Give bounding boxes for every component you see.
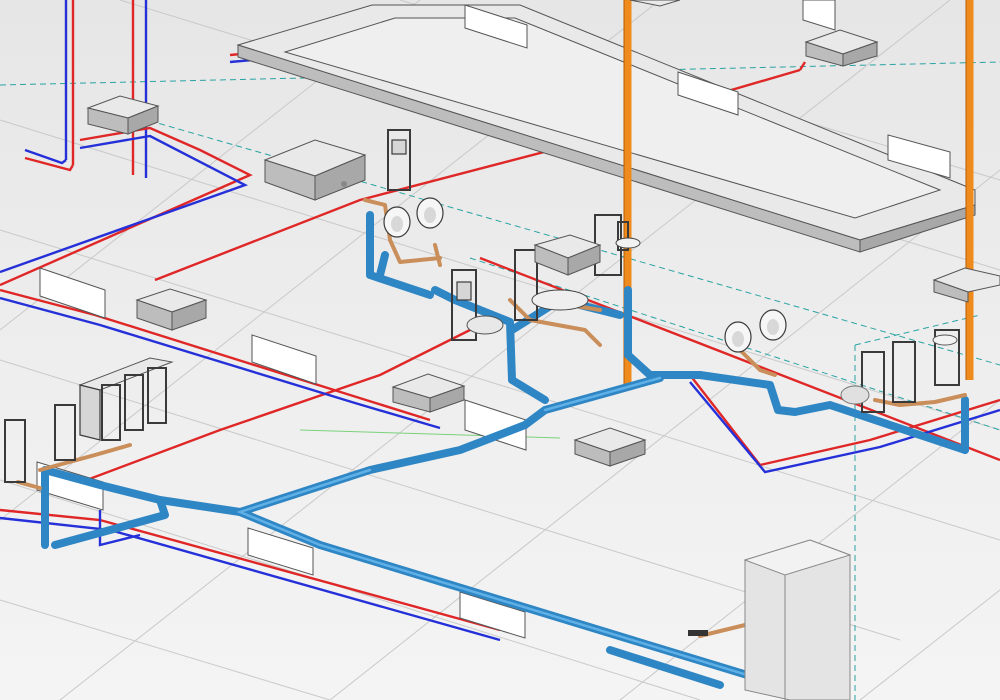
wall-panel-icon[interactable] — [677, 71, 739, 116]
urinal-icon[interactable] — [416, 197, 444, 229]
air-handling-unit-icon[interactable] — [86, 95, 160, 135]
toilet-frame-icon[interactable] — [451, 269, 477, 341]
toilet-frame-icon[interactable] — [4, 404, 76, 483]
urinal-icon[interactable] — [759, 309, 787, 341]
toilet-frame-icon[interactable] — [514, 249, 538, 321]
toilet-frame-icon[interactable] — [934, 329, 960, 386]
wall-panel-icon[interactable] — [464, 4, 528, 49]
toilet-frame-icon[interactable] — [892, 341, 916, 403]
wall-panel-icon[interactable] — [464, 399, 527, 451]
air-handling-unit-icon[interactable] — [391, 373, 466, 413]
riser-group-left[interactable] — [24, 0, 148, 178]
washbasin-icon[interactable] — [531, 234, 641, 311]
air-handling-unit-icon[interactable] — [263, 139, 367, 201]
wall-panel-icon[interactable] — [887, 134, 951, 179]
wall-panel-icon[interactable] — [459, 591, 526, 639]
air-handling-unit-icon[interactable] — [135, 288, 208, 331]
air-handling-unit-icon[interactable] — [804, 29, 879, 67]
air-handling-unit-icon[interactable] — [932, 267, 1000, 303]
air-handling-unit-icon[interactable] — [629, 0, 681, 7]
toilet-frame-icon[interactable] — [387, 129, 411, 191]
wall-panel-icon[interactable] — [247, 527, 314, 576]
urinal-icon[interactable] — [383, 206, 411, 238]
urinal-icon[interactable] — [724, 321, 752, 353]
wall-panel-icon[interactable] — [39, 267, 106, 319]
toilet-frame-icon[interactable] — [861, 351, 885, 413]
wall-panel-icon[interactable] — [802, 0, 836, 31]
toilet-bowl-icon[interactable] — [466, 315, 958, 405]
air-handling-unit-icon[interactable] — [573, 427, 647, 467]
wall-panel-icon[interactable] — [251, 334, 317, 385]
valve-icon[interactable] — [688, 630, 708, 636]
riser-shaft[interactable] — [743, 539, 852, 700]
washbasin-icon[interactable] — [78, 357, 174, 441]
